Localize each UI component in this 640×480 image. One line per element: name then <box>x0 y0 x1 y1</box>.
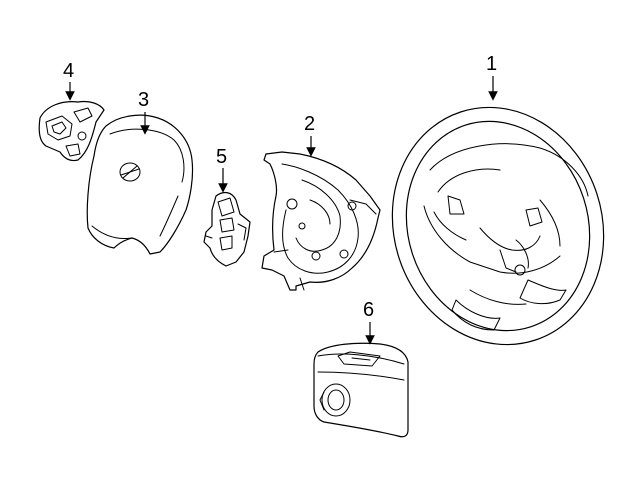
right-control-switch <box>203 191 251 267</box>
horn-pad-module <box>313 342 409 438</box>
clock-spring <box>261 151 381 291</box>
callout-3: 3 <box>138 89 150 135</box>
steering-wheel <box>391 106 605 346</box>
callout-6: 6 <box>363 299 375 345</box>
callout-label-5: 5 <box>216 146 227 168</box>
callout-5: 5 <box>216 146 228 193</box>
driver-airbag <box>86 114 194 255</box>
callout-label-1: 1 <box>486 53 497 75</box>
callout-label-6: 6 <box>363 299 374 321</box>
callout-2: 2 <box>304 113 316 157</box>
callout-label-4: 4 <box>63 60 74 82</box>
callout-label-3: 3 <box>138 89 149 111</box>
callout-label-2: 2 <box>304 113 315 135</box>
callout-1: 1 <box>486 53 498 101</box>
callout-4: 4 <box>63 60 75 101</box>
left-control-switch <box>38 100 105 162</box>
